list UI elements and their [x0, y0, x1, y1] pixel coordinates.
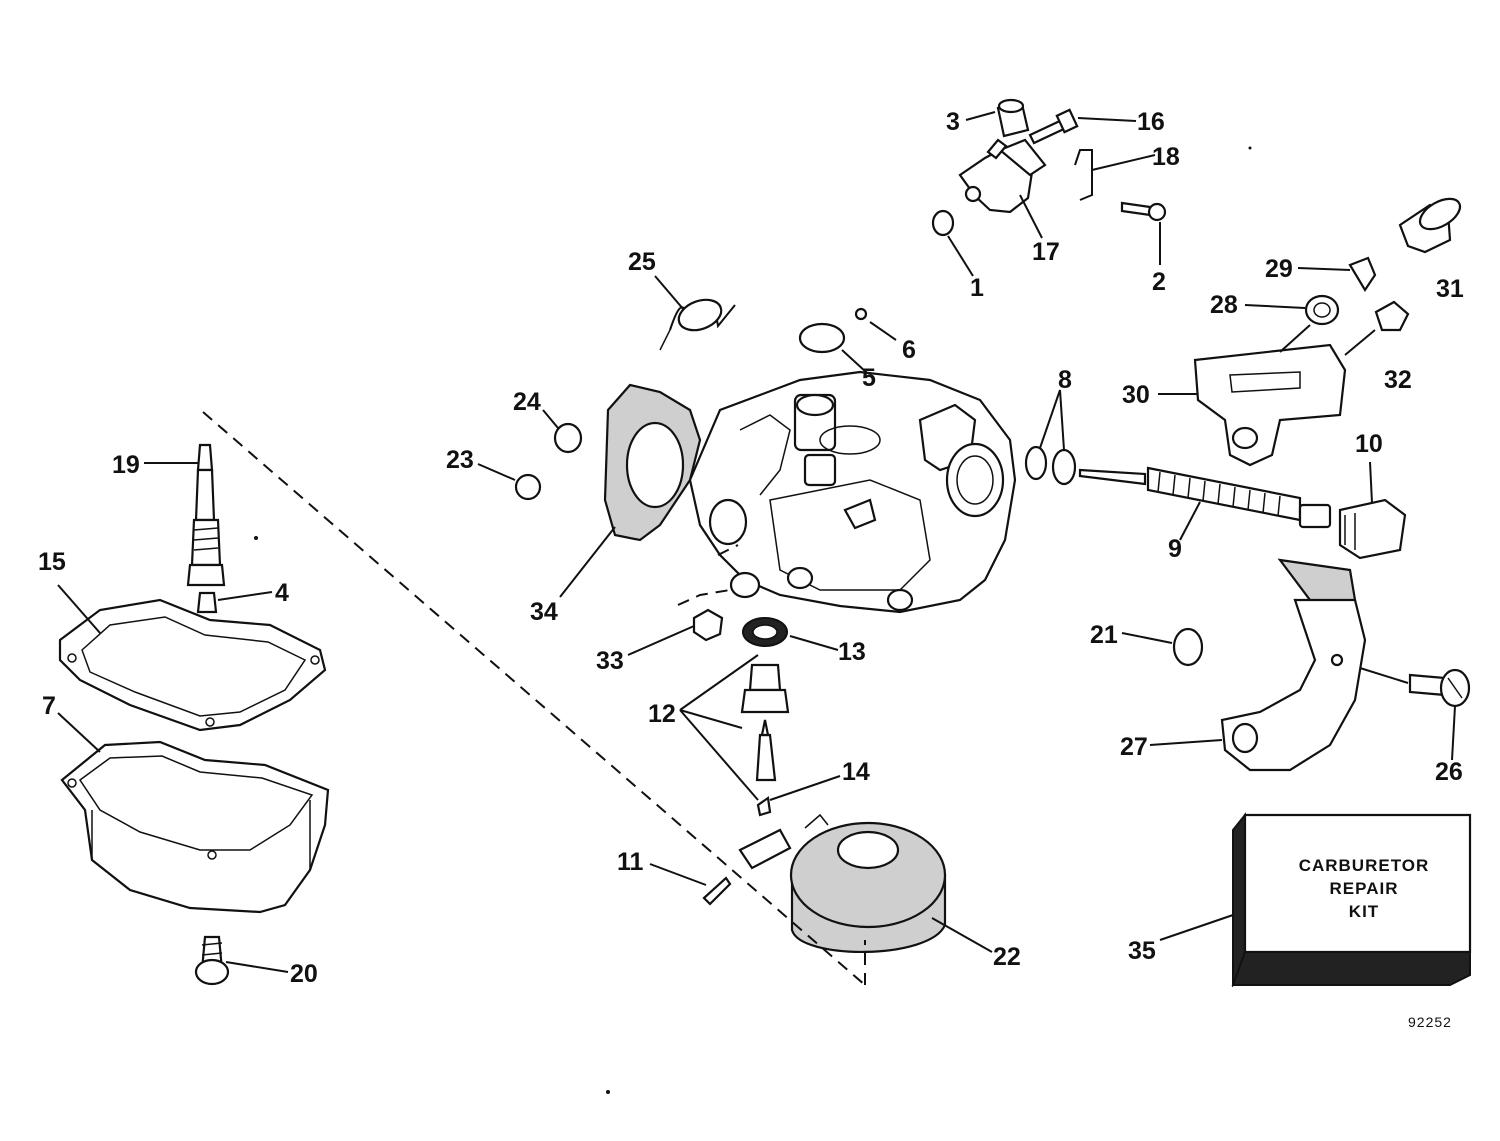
part-35-repair-kit-box [1231, 812, 1472, 988]
callout-17: 17 [1032, 238, 1060, 266]
callout-16: 16 [1137, 108, 1165, 136]
dashed-alignment-lines [202, 411, 866, 986]
kit-box-line-3: KIT [1349, 902, 1379, 921]
stray-dot [254, 536, 258, 540]
part-11-pin [702, 876, 732, 906]
callout-21: 21 [1090, 621, 1118, 649]
part-33-nut [692, 608, 724, 642]
callout-4: 4 [275, 579, 289, 607]
callout-5: 5 [862, 364, 876, 392]
part-26-screw [1408, 668, 1471, 708]
callout-7: 7 [42, 692, 56, 720]
part-24-washer [553, 422, 583, 454]
part-34-gasket [603, 383, 702, 542]
callout-19: 19 [112, 451, 140, 479]
part-14-pin [756, 796, 772, 817]
callout-15: 15 [38, 548, 66, 576]
callout-32: 32 [1384, 366, 1412, 394]
part-28-washer [1304, 294, 1340, 326]
callout-3: 3 [946, 108, 960, 136]
part-17-lever [958, 138, 1047, 214]
callout-12: 12 [648, 700, 676, 728]
callout-22: 22 [993, 943, 1021, 971]
stray-dot [1248, 146, 1252, 150]
callout-34: 34 [530, 598, 558, 626]
callout-18: 18 [1152, 143, 1180, 171]
part-7-float-bowl [60, 740, 330, 914]
callout-14: 14 [842, 758, 870, 786]
part-15-gasket [58, 598, 327, 732]
kit-box-line-2: REPAIR [1330, 879, 1399, 898]
figure-number: 92252 [1408, 1014, 1452, 1030]
callout-25: 25 [628, 248, 656, 276]
part-2-screw [1120, 201, 1167, 222]
part-1-washer [931, 209, 955, 237]
part-32-nut [1374, 300, 1410, 332]
part-30-bracket [1193, 343, 1347, 467]
part-9-needle [1078, 466, 1332, 529]
callout-labels: 3 16 18 17 1 2 29 31 28 32 30 8 10 9 25 … [38, 108, 1464, 988]
part-3-cap [996, 98, 1030, 138]
callout-29: 29 [1265, 255, 1293, 283]
part-6-ball [854, 307, 868, 321]
callout-11: 11 [617, 848, 644, 876]
part-29-clip [1348, 256, 1377, 293]
part-10-nut [1338, 498, 1407, 560]
part-4-jet [196, 591, 218, 614]
kit-box-label: CARBURETOR REPAIR KIT [1299, 856, 1430, 921]
callout-8: 8 [1058, 366, 1072, 394]
part-8-washers [1024, 445, 1077, 486]
callout-1: 1 [970, 274, 984, 302]
callout-27: 27 [1120, 733, 1148, 761]
callout-6: 6 [902, 336, 916, 364]
callout-20: 20 [290, 960, 318, 988]
callout-23: 23 [446, 446, 474, 474]
stray-dot [606, 1090, 610, 1094]
callout-28: 28 [1210, 291, 1238, 319]
callout-26: 26 [1435, 758, 1463, 786]
callout-13: 13 [838, 638, 866, 666]
part-31-knob [1398, 197, 1462, 254]
callout-2: 2 [1152, 268, 1166, 296]
leader-lines [57, 111, 1456, 973]
part-27-throttle-lever [1220, 558, 1367, 772]
callout-33: 33 [596, 647, 624, 675]
callout-31: 31 [1436, 275, 1464, 303]
part-16-screw [1028, 108, 1079, 145]
part-12-valve-seat [740, 663, 790, 782]
part-18-link-rod [1074, 149, 1093, 201]
callout-24: 24 [513, 388, 541, 416]
carburetor-body [688, 370, 1017, 614]
callout-30: 30 [1122, 381, 1150, 409]
part-5-plug [798, 322, 846, 354]
callout-9: 9 [1168, 535, 1182, 563]
callout-10: 10 [1355, 430, 1383, 458]
part-19-needle [186, 443, 226, 587]
part-22-float [738, 813, 947, 953]
part-13-ring [742, 617, 788, 647]
part-25-spring [659, 298, 736, 351]
part-21-washer [1172, 627, 1204, 667]
part-23-washer [514, 473, 542, 501]
callout-35: 35 [1128, 937, 1156, 965]
part-20-screw [194, 935, 230, 986]
kit-box-line-1: CARBURETOR [1299, 856, 1430, 875]
